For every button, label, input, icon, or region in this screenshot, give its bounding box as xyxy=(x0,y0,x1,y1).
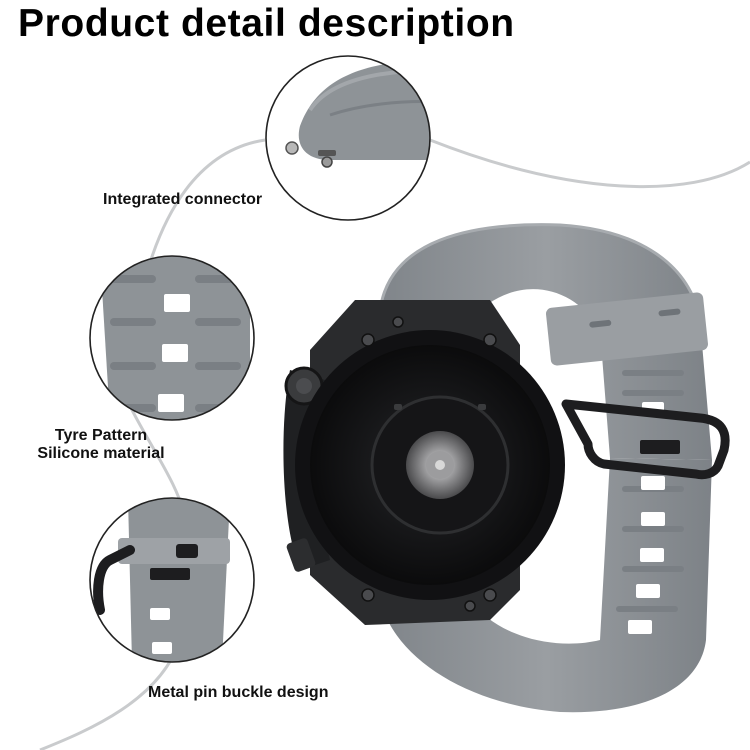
sensor-icon xyxy=(370,395,510,535)
callout-circle-tyre xyxy=(89,255,255,421)
guide-curve xyxy=(39,138,750,750)
connector-pin-icon xyxy=(285,141,336,168)
callout-label-buckle: Metal pin buckle design xyxy=(148,684,329,701)
callout-label-tyre: Tyre Pattern Silicone material xyxy=(26,427,176,463)
callout-label-connector: Integrated connector xyxy=(103,191,263,208)
buckle-icon xyxy=(561,399,730,480)
page-title: Product detail description xyxy=(18,2,515,45)
watch-image xyxy=(283,223,730,713)
callout-circle-connector xyxy=(265,55,431,221)
callout-label-tyre-line1: Tyre Pattern xyxy=(54,427,148,444)
callout-label-tyre-line2: Silicone material xyxy=(37,445,165,462)
callout-circle-buckle xyxy=(89,497,255,663)
